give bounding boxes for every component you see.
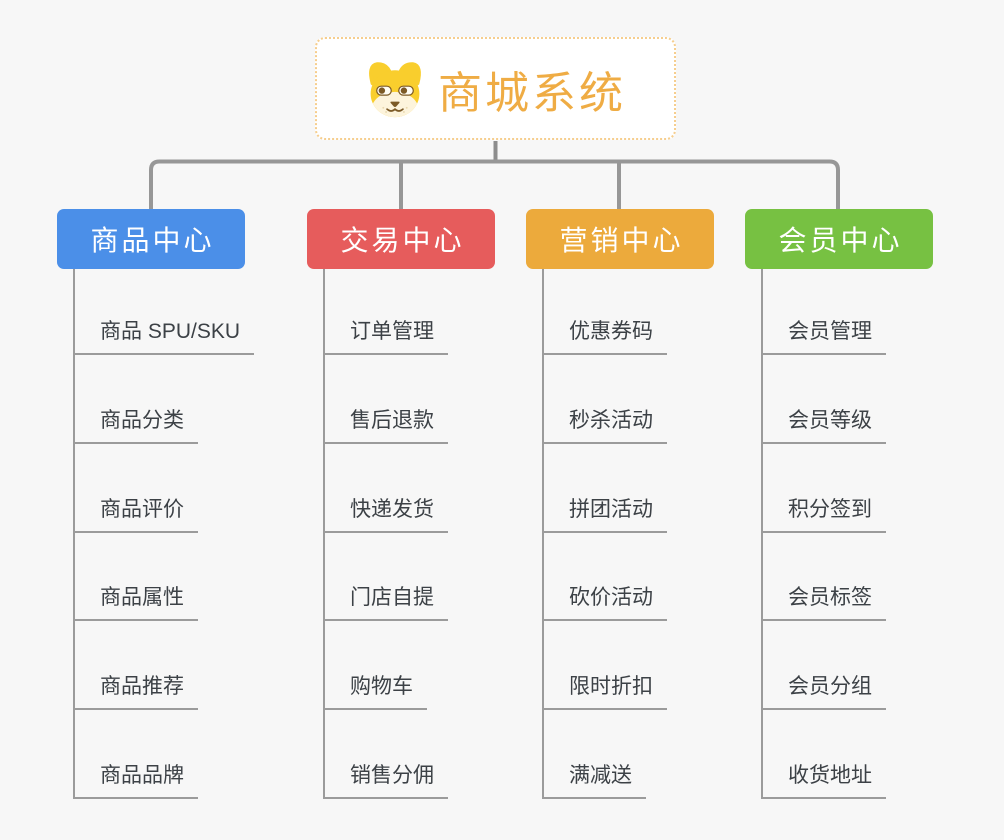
leaf-node[interactable]: 收货地址 [761, 761, 886, 799]
leaf-node[interactable]: 商品分类 [73, 406, 198, 444]
leaf-node[interactable]: 购物车 [323, 672, 427, 711]
leaf-node[interactable]: 商品 SPU/SKU [73, 317, 255, 355]
leaf-node[interactable]: 商品品牌 [73, 761, 198, 799]
leaf-node[interactable]: 拼团活动 [542, 495, 667, 533]
leaf-node[interactable]: 秒杀活动 [542, 406, 667, 444]
branch-spine-line [761, 269, 763, 799]
leaf-node[interactable]: 会员管理 [761, 317, 886, 355]
leaf-node[interactable]: 会员分组 [761, 672, 886, 711]
branch-spine-line [323, 269, 325, 799]
leaf-node[interactable]: 商品评价 [73, 495, 198, 533]
leaf-node[interactable]: 销售分佣 [323, 761, 448, 799]
branch-spine-line [542, 269, 544, 799]
leaf-node[interactable]: 订单管理 [323, 317, 448, 355]
leaf-node[interactable]: 限时折扣 [542, 672, 667, 711]
root-node[interactable]: 商城系统 [315, 37, 676, 140]
leaf-node[interactable]: 商品推荐 [73, 672, 198, 711]
branch-node-member-center[interactable]: 会员中心 [745, 209, 933, 269]
leaf-node[interactable]: 砍价活动 [542, 583, 667, 622]
leaf-node[interactable]: 会员标签 [761, 583, 886, 622]
dog-mascot-icon [369, 61, 421, 117]
leaf-node[interactable]: 售后退款 [323, 406, 448, 444]
root-title: 商城系统 [438, 68, 626, 118]
branch-spine-line [73, 269, 75, 799]
leaf-node[interactable]: 优惠券码 [542, 317, 667, 355]
leaf-node[interactable]: 满减送 [542, 761, 646, 799]
branch-node-trade-center[interactable]: 交易中心 [307, 209, 495, 269]
leaf-node[interactable]: 积分签到 [761, 495, 886, 533]
leaf-node[interactable]: 快递发货 [323, 495, 448, 533]
branch-node-marketing-center[interactable]: 营销中心 [526, 209, 714, 269]
leaf-node[interactable]: 门店自提 [323, 583, 448, 622]
branch-node-product-center[interactable]: 商品中心 [57, 209, 245, 269]
leaf-node[interactable]: 会员等级 [761, 406, 886, 444]
leaf-node[interactable]: 商品属性 [73, 583, 198, 622]
